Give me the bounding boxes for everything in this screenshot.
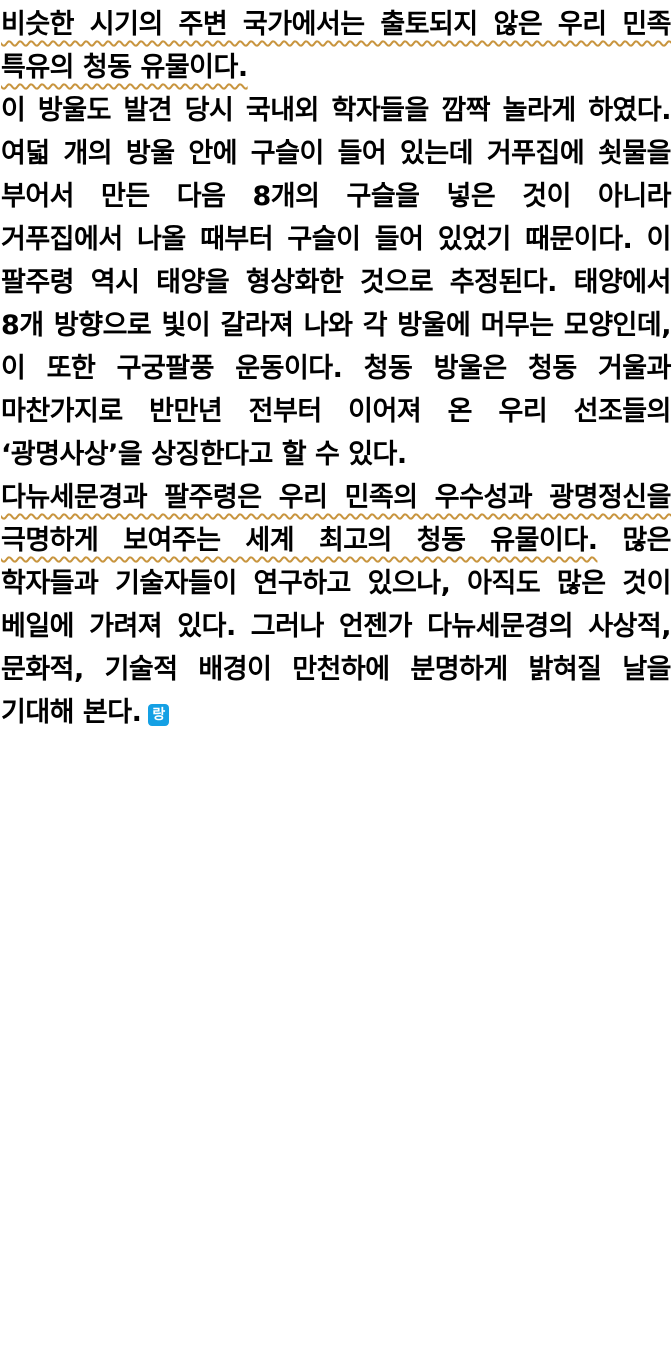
text-segment: 이 방울도 발견 당시 국내외 학자들을 깜짝 놀라게 하였다. 여덟 개의 방… [1, 95, 672, 470]
paragraph: 다뉴세문경과 팔주령은 우리 민족의 우수성과 광명정신을 극명하게 보여주는 … [1, 476, 672, 734]
underlined-text-segment: 다뉴세문경과 팔주령은 우리 민족의 우수성과 광명정신을 극명하게 보여주는 … [1, 482, 672, 556]
underlined-text-segment: 비슷한 시기의 주변 국가에서는 출토되지 않은 우리 민족 특유의 청동 유물… [1, 9, 672, 83]
paragraph: 비슷한 시기의 주변 국가에서는 출토되지 않은 우리 민족 특유의 청동 유물… [1, 3, 672, 89]
article-end-mark-icon: 랑 [148, 704, 170, 726]
paragraph: 이 방울도 발견 당시 국내외 학자들을 깜짝 놀라게 하였다. 여덟 개의 방… [1, 89, 672, 476]
text-segment: 많은 학자들과 기술자들이 연구하고 있으나, 아직도 많은 것이 베일에 가려… [1, 525, 672, 728]
